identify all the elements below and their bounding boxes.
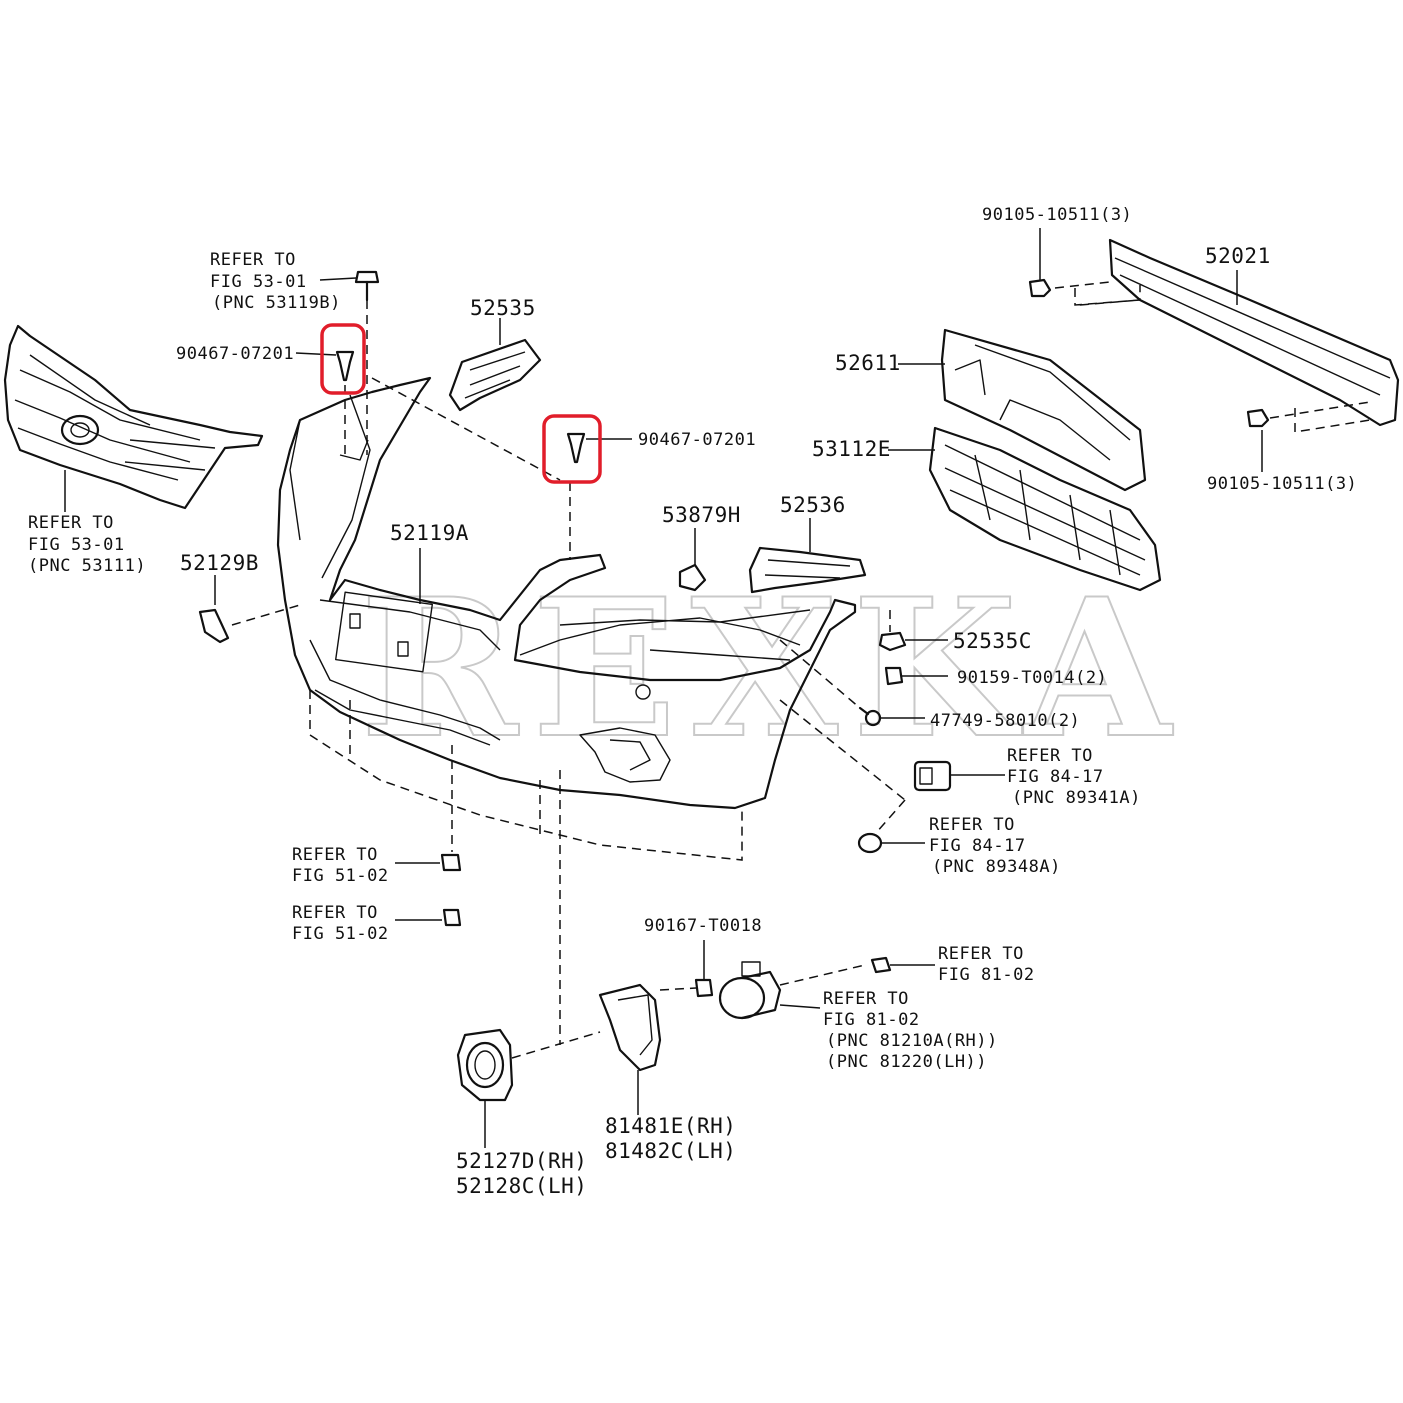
fog-cover-52127d — [456, 1028, 514, 1148]
bolt-90105-bottom — [1246, 408, 1270, 472]
label-refer-grille-2: FIG 53-01 — [28, 535, 125, 555]
dash-lower-verticals — [349, 700, 561, 1045]
label-52127d: 52127D(RH) — [456, 1149, 587, 1173]
label-refer-51-02-a-1: REFER TO — [292, 845, 378, 865]
label-52128c: 52128C(LH) — [456, 1174, 587, 1198]
label-52129b: 52129B — [180, 551, 259, 575]
dash-fog — [511, 1031, 601, 1059]
label-refer-81-02-b-2: FIG 81-02 — [823, 1010, 920, 1030]
dash-sensor-2 — [875, 799, 906, 834]
label-refer-81-02-b-4: (PNC 81220(LH)) — [826, 1052, 987, 1072]
radiator-grille — [3, 324, 264, 512]
clip-52535c — [878, 631, 948, 652]
label-clip-90467-right: 90467-07201 — [638, 430, 756, 450]
lower-grille-53112e — [888, 426, 1162, 592]
dash-top-bolt — [1054, 281, 1141, 306]
screw-90159 — [884, 666, 948, 686]
label-refer-84-17-a-1: REFER TO — [1007, 746, 1093, 766]
label-refer-grille-3: (PNC 53111) — [28, 556, 146, 576]
dash-bottom-bolt — [1269, 401, 1371, 433]
fog-lamp-81210a — [718, 961, 821, 1020]
screw-81-02-a — [870, 956, 935, 974]
dash-90167 — [659, 987, 697, 991]
screw-90167 — [694, 940, 714, 998]
label-90105-top: 90105-10511(3) — [982, 205, 1132, 225]
label-clip-90467-left: 90467-07201 — [176, 344, 294, 364]
sensor-89341a — [913, 760, 1005, 792]
label-52611: 52611 — [835, 351, 901, 375]
label-47749: 47749-58010(2) — [930, 711, 1080, 731]
plug-52129b — [198, 575, 230, 644]
watermark: REXKA — [360, 557, 1185, 780]
fog-bracket-81481e — [598, 983, 662, 1115]
label-refer-81-02-a-2: FIG 81-02 — [938, 965, 1035, 985]
bracket-52535 — [448, 318, 542, 412]
bumper-cover-52119a — [276, 376, 857, 810]
label-refer-grille-1: REFER TO — [28, 513, 114, 533]
bracket-52536 — [748, 518, 867, 594]
highlight-clip-right — [542, 414, 602, 484]
label-53879h: 53879H — [662, 503, 741, 527]
labels: REFER TO FIG 53-01 (PNC 53119B) 90467-07… — [28, 205, 1357, 1198]
label-90159: 90159-T0014(2) — [957, 668, 1107, 688]
sensor-retainer-89348a — [857, 832, 925, 854]
label-52535c: 52535C — [953, 629, 1032, 653]
label-90105-bottom: 90105-10511(3) — [1207, 474, 1357, 494]
label-refer-81-02-b-1: REFER TO — [823, 989, 909, 1009]
label-refer-53-01-top-3: (PNC 53119B) — [212, 293, 341, 313]
label-refer-53-01-top-2: FIG 53-01 — [210, 272, 307, 292]
screw-51-02-b — [395, 908, 462, 927]
label-52021: 52021 — [1205, 244, 1271, 268]
retainer-53879h — [678, 528, 707, 592]
label-refer-51-02-b-1: REFER TO — [292, 903, 378, 923]
label-53112e: 53112E — [812, 437, 891, 461]
label-refer-51-02-a-2: FIG 51-02 — [292, 866, 389, 886]
dash-sensor — [779, 699, 906, 801]
dash-52129b — [231, 604, 301, 626]
label-52535: 52535 — [470, 296, 536, 320]
highlight-clip-left — [320, 323, 366, 395]
clip-90467-right — [566, 432, 632, 464]
dash-lower-outline — [309, 690, 743, 861]
label-81482c: 81482C(LH) — [605, 1139, 736, 1163]
label-refer-81-02-a-1: REFER TO — [938, 944, 1024, 964]
label-52119a: 52119A — [390, 521, 469, 545]
dash-47749 — [779, 639, 861, 709]
label-refer-81-02-b-3: (PNC 81210A(RH)) — [826, 1031, 998, 1051]
label-refer-84-17-b-1: REFER TO — [929, 815, 1015, 835]
label-refer-84-17-a-3: (PNC 89341A) — [1012, 788, 1141, 808]
clip-51-02-a — [395, 853, 462, 872]
dash-diag — [371, 377, 561, 481]
dash-fog-lamp — [779, 964, 866, 986]
screw-47749 — [858, 706, 925, 727]
label-81481e: 81481E(RH) — [605, 1114, 736, 1138]
label-90167: 90167-T0018 — [644, 916, 762, 936]
label-refer-84-17-b-3: (PNC 89348A) — [932, 857, 1061, 877]
bolt-90105-top — [1028, 228, 1052, 298]
bolt-53119b — [319, 270, 380, 302]
absorber-52611 — [898, 328, 1147, 492]
label-52536: 52536 — [780, 493, 846, 517]
label-refer-84-17-b-2: FIG 84-17 — [929, 836, 1026, 856]
label-refer-84-17-a-2: FIG 84-17 — [1007, 767, 1104, 787]
reinforcement-52021 — [1108, 238, 1400, 427]
label-refer-53-01-top-1: REFER TO — [210, 250, 296, 270]
label-refer-51-02-b-2: FIG 51-02 — [292, 924, 389, 944]
clip-90467-left — [295, 350, 355, 382]
